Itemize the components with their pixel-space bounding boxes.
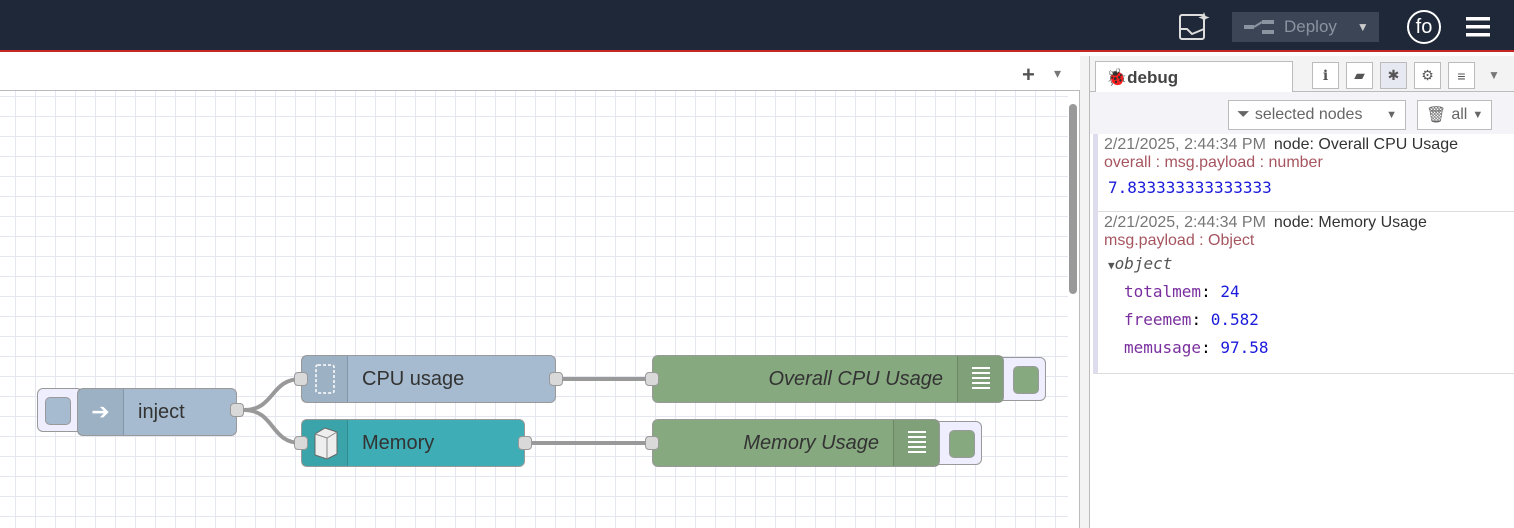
debug-list-icon	[957, 356, 1003, 402]
wires	[243, 377, 652, 445]
workspace: + ▾ ➔ inject CPU usage Memory	[0, 56, 1080, 528]
inject-trigger-button[interactable]	[37, 388, 83, 432]
tab-debug[interactable]: 🐞debug	[1095, 61, 1293, 93]
message-node[interactable]: node: Memory Usage	[1273, 214, 1427, 231]
output-port[interactable]	[549, 372, 563, 386]
debug-toolbar: ⏷selected nodes ▼ 🗑all ▼	[1090, 92, 1514, 134]
context-database-icon[interactable]: ≡	[1448, 62, 1475, 89]
object-property: freemem: 0.582	[1124, 310, 1259, 329]
input-port[interactable]	[294, 436, 308, 450]
message-value: 7.833333333333333	[1108, 178, 1272, 197]
canvas-vertical-scrollbar[interactable]	[1069, 104, 1077, 294]
input-port[interactable]	[645, 436, 659, 450]
flow-canvas[interactable]: ➔ inject CPU usage Memory Overall CPU Us…	[0, 91, 1068, 528]
server-icon	[302, 420, 348, 466]
wire-inject-cpu	[243, 377, 302, 412]
filter-label: selected nodes	[1254, 106, 1363, 123]
node-overall-cpu-usage[interactable]: Overall CPU Usage	[652, 355, 1004, 403]
message-node[interactable]: node: Overall CPU Usage	[1273, 136, 1458, 153]
node-inject[interactable]: ➔ inject	[77, 388, 237, 436]
node-label: Memory Usage	[743, 431, 879, 454]
sidebar-resize-handle[interactable]	[1080, 56, 1090, 528]
filter-dropdown[interactable]: ⏷selected nodes ▼	[1228, 100, 1406, 130]
node-label: inject	[138, 400, 185, 423]
debug-message[interactable]: 2/21/2025, 2:44:34 PM node: Overall CPU U…	[1093, 134, 1514, 212]
clear-dropdown[interactable]: 🗑all ▼	[1417, 100, 1492, 130]
deploy-button[interactable]: Deploy ▼	[1232, 12, 1379, 42]
chip-icon	[302, 356, 348, 402]
bug-icon: 🐞	[1106, 68, 1128, 87]
debug-messages[interactable]: 2/21/2025, 2:44:34 PM node: Overall CPU U…	[1090, 134, 1514, 374]
message-time: 2/21/2025, 2:44:34 PM	[1104, 136, 1266, 153]
input-port[interactable]	[645, 372, 659, 386]
property-value: 97.58	[1220, 338, 1269, 357]
output-port[interactable]	[230, 403, 244, 417]
help-book-icon[interactable]: ▰	[1346, 62, 1373, 89]
tab-label: debug	[1127, 68, 1179, 87]
sidebar-menu-chevron-icon[interactable]: ▼	[1488, 68, 1500, 82]
sidebar-tabs: 🐞debug i ▰ ✱ ⚙ ≡ ▼	[1090, 56, 1514, 93]
clear-label: all	[1451, 106, 1468, 123]
input-port[interactable]	[294, 372, 308, 386]
object-property: memusage: 97.58	[1124, 338, 1269, 357]
trash-icon: 🗑	[1426, 107, 1447, 124]
filter-icon: ⏷	[1237, 106, 1250, 123]
object-tree: ▼object totalmem: 24 freemem: 0.582 memu…	[1104, 250, 1508, 362]
node-cpu-usage[interactable]: CPU usage	[301, 355, 556, 403]
property-key: freemem	[1124, 310, 1192, 329]
debug-toggle-button[interactable]	[934, 421, 982, 465]
info-icon[interactable]: i	[1312, 62, 1339, 89]
header: Deploy ▼ fo	[0, 0, 1514, 52]
deploy-icon	[1244, 20, 1274, 34]
deploy-menu-chevron-icon[interactable]: ▼	[1356, 20, 1369, 34]
node-label: Overall CPU Usage	[768, 367, 943, 390]
add-flow-button[interactable]: +	[1022, 62, 1035, 87]
property-key: memusage	[1124, 338, 1202, 357]
arrow-in-icon: ➔	[78, 389, 124, 435]
object-label: object	[1114, 254, 1173, 273]
property-value: 24	[1220, 282, 1240, 301]
object-toggle[interactable]: ▼object	[1108, 250, 1508, 278]
node-memory-usage[interactable]: Memory Usage	[652, 419, 940, 467]
debug-toggle-button[interactable]	[998, 357, 1046, 401]
message-time: 2/21/2025, 2:44:34 PM	[1104, 214, 1266, 231]
chevron-down-icon: ▼	[1386, 109, 1397, 121]
flow-list-chevron-icon[interactable]: ▾	[1054, 65, 1062, 81]
message-path: msg.payload : Object	[1104, 232, 1255, 249]
deploy-label: Deploy	[1284, 17, 1337, 36]
chevron-down-icon: ▼	[1472, 109, 1484, 121]
config-gear-icon[interactable]: ⚙	[1414, 62, 1441, 89]
caret-down-icon: ▼	[1108, 259, 1115, 272]
workspace-tabbar: + ▾	[0, 56, 1080, 91]
message-path: overall : msg.payload : number	[1104, 154, 1323, 171]
user-avatar[interactable]: fo	[1407, 10, 1441, 44]
node-memory[interactable]: Memory	[301, 419, 525, 467]
debug-bug-icon[interactable]: ✱	[1380, 62, 1407, 89]
node-label: Memory	[362, 431, 435, 454]
property-key: totalmem	[1124, 282, 1202, 301]
debug-list-icon	[893, 420, 939, 466]
output-port[interactable]	[518, 436, 532, 450]
object-property: totalmem: 24	[1124, 282, 1240, 301]
main-menu-icon[interactable]	[1466, 17, 1490, 37]
sidebar: 🐞debug i ▰ ✱ ⚙ ≡ ▼ ⏷selected nodes ▼ 🗑all…	[1090, 56, 1514, 528]
wire-inject-memory	[243, 408, 302, 445]
node-label: CPU usage	[362, 367, 465, 390]
property-value: 0.582	[1210, 310, 1259, 329]
debug-dashboard-icon[interactable]	[1178, 11, 1210, 41]
